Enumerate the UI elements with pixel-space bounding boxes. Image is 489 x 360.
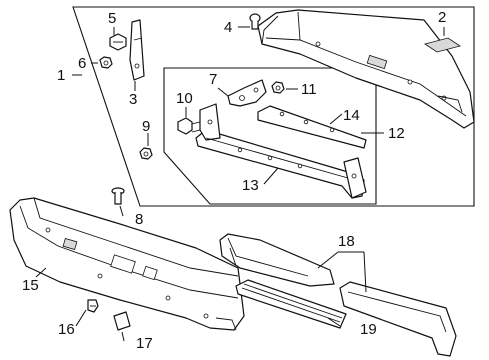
callout-10: 10 bbox=[176, 90, 193, 107]
callout-8: 8 bbox=[135, 211, 143, 228]
pad-part-17 bbox=[113, 311, 131, 331]
bolt-part-8 bbox=[111, 187, 125, 205]
step-pad-left-part-18 bbox=[219, 233, 335, 287]
callout-2: 2 bbox=[438, 9, 446, 26]
bracket-part-3 bbox=[129, 19, 145, 81]
bolt-part-10 bbox=[177, 117, 201, 135]
leader-lines bbox=[35, 26, 445, 342]
nut-part-9 bbox=[139, 147, 153, 160]
callout-labels: 1 2 3 4 5 6 7 8 9 10 11 12 13 14 15 16 1… bbox=[22, 9, 446, 352]
step-pad-right-part-18 bbox=[339, 281, 457, 357]
bracket-assembly-part-13 bbox=[195, 103, 367, 199]
upper-bumper-part bbox=[257, 9, 475, 129]
callout-4: 4 bbox=[224, 19, 232, 36]
callout-19: 19 bbox=[360, 321, 377, 338]
nut-part-11 bbox=[271, 81, 285, 94]
clip-part-16 bbox=[87, 299, 99, 313]
rear-bumper-part-15 bbox=[9, 197, 245, 331]
step-pad-center-part-19 bbox=[235, 279, 347, 329]
callout-7: 7 bbox=[209, 71, 217, 88]
callout-3: 3 bbox=[129, 91, 137, 108]
bolt-part-5 bbox=[109, 33, 127, 51]
step-bar-part-14 bbox=[257, 105, 367, 149]
callout-17: 17 bbox=[136, 335, 153, 352]
step-pad-part bbox=[424, 37, 461, 53]
callout-13: 13 bbox=[242, 177, 259, 194]
callout-1: 1 bbox=[57, 67, 65, 84]
callout-9: 9 bbox=[142, 118, 150, 135]
bracket-part-7 bbox=[227, 79, 267, 107]
callout-15: 15 bbox=[22, 277, 39, 294]
callout-16: 16 bbox=[58, 321, 75, 338]
callout-18: 18 bbox=[338, 233, 355, 250]
callout-11: 11 bbox=[301, 81, 317, 98]
callout-6: 6 bbox=[78, 55, 86, 72]
callout-14: 14 bbox=[343, 107, 360, 124]
nut-part-6 bbox=[99, 56, 113, 69]
callout-12: 12 bbox=[388, 125, 405, 142]
callout-5: 5 bbox=[108, 10, 116, 27]
push-pin-part bbox=[249, 13, 261, 30]
